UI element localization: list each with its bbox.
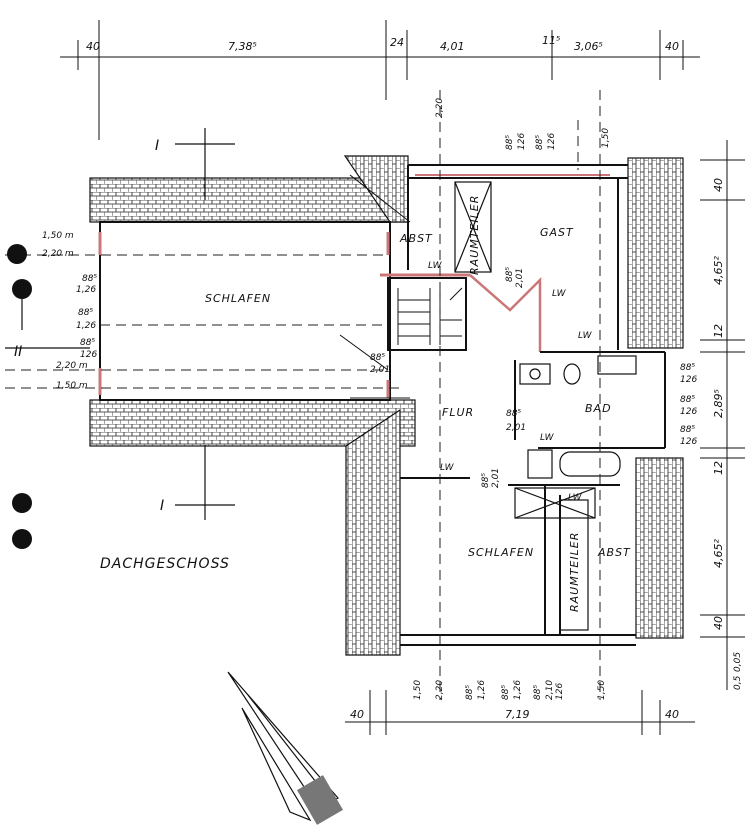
section-mark-i-bottom: I (160, 498, 164, 514)
bathroom-fixtures (519, 355, 637, 479)
right-dim-7: 40 (712, 616, 725, 630)
top-dim-1: 40 (86, 40, 100, 53)
top-dimension-line (60, 20, 700, 140)
win-bot-f: 126 (555, 683, 565, 700)
win-flur-c: 88⁵ (481, 473, 491, 488)
win-bot-220: 2,20 (435, 680, 445, 700)
win-bot-150: 1,50 (413, 680, 423, 700)
win-top-220: 2,20 (435, 98, 445, 118)
top-dim-2: 7,38⁵ (228, 40, 257, 53)
left-dim-h2: 2,20 m (42, 249, 74, 259)
right-dim-5: 12 (712, 461, 725, 475)
room-raumteiler-bottom: RAUMTEILER (568, 532, 581, 612)
lw-label-2: LW (552, 289, 567, 299)
bottom-dim-1: 40 (350, 708, 364, 721)
right-dim-6: 4,65² (712, 539, 725, 568)
punch-holes (7, 244, 32, 549)
section-mark-i-top: I (155, 138, 159, 154)
top-dim-3: 24 (390, 36, 404, 49)
top-dim-6: 3,06⁵ (574, 40, 603, 53)
lw-label-1: LW (428, 261, 443, 271)
bottom-dimension-line (345, 690, 695, 735)
win-stair-a: 88⁵ (370, 353, 385, 363)
left-dim-h4: 1,50 m (56, 381, 88, 391)
win-bot-h: 1,50 (597, 680, 607, 700)
left-dim-w1b: 1,26 (76, 285, 96, 295)
lw-label-6: LW (568, 493, 583, 503)
bottom-dim-3: 40 (665, 708, 679, 721)
left-dim-h1: 1,50 m (42, 231, 74, 241)
win-bot-d: 1,26 (513, 680, 523, 700)
win-gast-a: 88⁵ (505, 135, 515, 150)
win-bot-a: 88⁵ (465, 685, 475, 700)
win-bad3-b: 126 (680, 437, 697, 447)
room-raumteiler-top: RAUMTEILER (468, 195, 481, 275)
win-flur-b: 2,01 (506, 423, 526, 433)
win-bad1-b: 126 (680, 375, 697, 385)
top-dim-7: 40 (665, 40, 679, 53)
room-gast: GAST (540, 226, 574, 239)
room-abst-top: ABST (399, 232, 433, 245)
win-bot-c: 88⁵ (501, 685, 511, 700)
win-stair-b: 2,01 (370, 365, 390, 375)
win-gast-d: 126 (547, 133, 557, 150)
room-schlafen-right: SCHLAFEN (468, 546, 534, 559)
north-arrow-icon (227, 671, 343, 825)
top-dim-4: 4,01 (440, 40, 465, 53)
win-top-150: 1,50 (601, 128, 611, 148)
win-bot-b: 1,26 (477, 680, 487, 700)
walls (98, 164, 666, 646)
right-dim-4: 2,89⁵ (712, 389, 725, 418)
right-dim-3: 12 (712, 324, 725, 338)
win-gast-f: 2,01 (515, 268, 525, 288)
win-bad1-a: 88⁵ (680, 363, 695, 373)
win-flur-a: 88⁵ (506, 409, 521, 419)
room-bad: BAD (585, 402, 612, 415)
win-gast-b: 126 (517, 133, 527, 150)
left-dim-w1a: 88⁵ (82, 274, 97, 284)
win-gast-c: 88⁵ (535, 135, 545, 150)
lw-label-3: LW (578, 331, 593, 341)
edge-dim-1: 0,05 (733, 652, 743, 672)
right-dim-2: 4,65² (712, 256, 725, 285)
room-schlafen-left: SCHLAFEN (205, 292, 271, 305)
room-dividers (454, 181, 596, 631)
guide-lines (5, 90, 601, 700)
left-dim-w3a: 88⁵ (80, 338, 95, 348)
room-flur: FLUR (442, 406, 474, 419)
left-dim-w2b: 1,26 (76, 321, 96, 331)
room-abst-bottom: ABST (597, 546, 631, 559)
win-gast-e: 88⁵ (505, 267, 515, 282)
win-bad2-b: 126 (680, 407, 697, 417)
left-dim-w2a: 88⁵ (78, 308, 93, 318)
top-dim-5: 11⁵ (542, 34, 560, 47)
right-dim-1: 40 (712, 178, 725, 192)
plan-title: DACHGESCHOSS (100, 556, 230, 572)
lw-label-5: LW (440, 463, 455, 473)
lw-label-4: LW (540, 433, 555, 443)
section-mark-ii: II (14, 344, 22, 360)
win-bad2-a: 88⁵ (680, 395, 695, 405)
roof-hatching (89, 155, 684, 656)
section-lines (5, 128, 235, 520)
win-bot-g: 2,10 (545, 680, 555, 700)
win-bad3-a: 88⁵ (680, 425, 695, 435)
roof-lines (339, 174, 411, 399)
staircase (397, 287, 463, 345)
left-dim-w3b: 126 (80, 350, 97, 360)
win-bot-e: 88⁵ (533, 685, 543, 700)
bottom-dim-2: 7,19 (505, 708, 530, 721)
left-dim-h3: 2,20 m (56, 361, 88, 371)
win-flur-d: 2,01 (491, 468, 501, 488)
edge-dim-2: 0,5 (733, 675, 743, 690)
right-dimension-line (700, 140, 745, 690)
